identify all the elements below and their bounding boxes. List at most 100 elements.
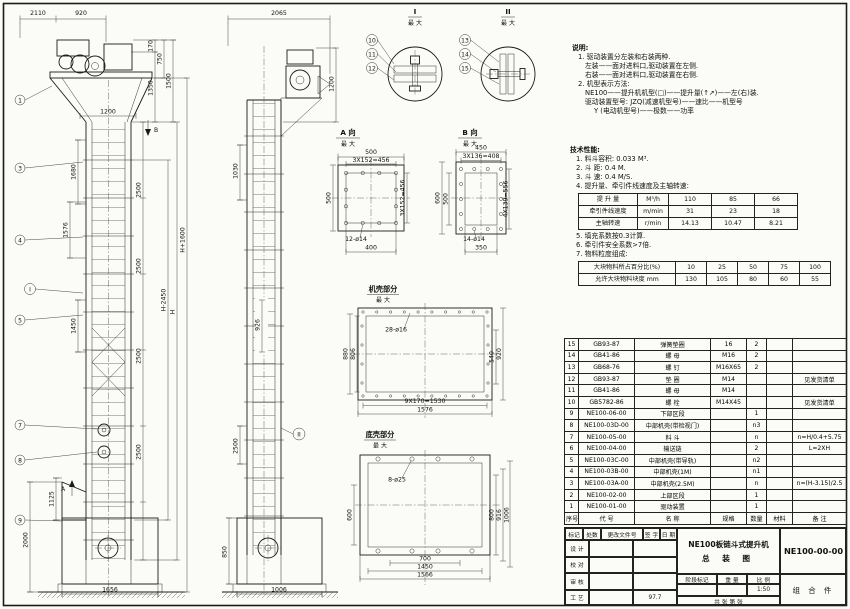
tech-item: 5. 填充系数按0.3计算. bbox=[576, 232, 646, 241]
dim-main-2000: 2000 bbox=[23, 532, 30, 548]
date-cell bbox=[633, 573, 677, 590]
table-cell: M³/h bbox=[637, 193, 669, 207]
table-cell bbox=[710, 465, 747, 479]
table-cell: 2 bbox=[746, 361, 767, 374]
table-cell: 1 bbox=[564, 500, 579, 513]
svg-text:最 大: 最 大 bbox=[501, 19, 515, 27]
notes-block: 说明: 1. 驱动装置分左装和右装两种. 左装——面对进料口,驱动装置在左侧. … bbox=[572, 44, 844, 116]
table-cell: 23 bbox=[711, 205, 755, 219]
table-cell: 8.21 bbox=[754, 217, 798, 231]
table-cell: 规格 bbox=[710, 511, 747, 525]
date-cell bbox=[633, 540, 677, 557]
table-cell bbox=[766, 500, 793, 513]
table-cell: NE100-03B-00 bbox=[578, 465, 635, 479]
svg-text:1566: 1566 bbox=[417, 572, 433, 579]
table-cell: 85 bbox=[711, 193, 755, 207]
table-cell: 5 bbox=[564, 453, 579, 467]
dim-main-750: 750 bbox=[157, 53, 164, 65]
table-cell: 10 bbox=[675, 261, 707, 275]
table-cell: 垫 圈 bbox=[634, 372, 711, 386]
drawing-number: NE100-00-00 bbox=[780, 528, 847, 574]
table-cell: 80 bbox=[737, 273, 769, 287]
table-cell: 材料 bbox=[766, 511, 793, 525]
svg-text:916: 916 bbox=[496, 509, 503, 521]
svg-text:350: 350 bbox=[475, 245, 487, 252]
table-cell bbox=[792, 407, 847, 421]
scale-value: 1:50 bbox=[747, 584, 780, 596]
table-cell bbox=[766, 395, 793, 409]
tech-item: 2. 斗 距: 0.4 M. bbox=[576, 164, 626, 173]
svg-text:14-ø14: 14-ø14 bbox=[463, 236, 485, 243]
signature-cell bbox=[589, 540, 633, 557]
table-cell: M14 bbox=[710, 384, 747, 397]
table-cell bbox=[766, 349, 793, 363]
tech-heading: 技术性能: bbox=[570, 146, 600, 154]
section-b-view: B 向 最 大 450 3X136=408 600 500 4X139=556 … bbox=[435, 128, 512, 255]
rev-header-cell: 签 字 bbox=[643, 528, 660, 540]
table-cell: 数量 bbox=[746, 511, 767, 525]
table-cell: 弹簧垫圈 bbox=[634, 338, 711, 351]
svg-text:920: 920 bbox=[496, 348, 503, 360]
table-cell: 螺 母 bbox=[634, 384, 711, 397]
table-cell: 6 bbox=[564, 442, 579, 455]
table-cell: GB41-86 bbox=[578, 349, 635, 363]
table-cell bbox=[792, 349, 847, 363]
weight-value bbox=[717, 584, 747, 596]
table-cell: GB68-76 bbox=[578, 361, 635, 374]
svg-text:最 大: 最 大 bbox=[376, 296, 390, 304]
table-cell: 11 bbox=[564, 384, 579, 397]
boot-section-view: 底壳部分 最 大 8-ø25 600 800 916 1006 700 1450… bbox=[347, 430, 513, 585]
table-cell: 16 bbox=[710, 338, 747, 351]
svg-text:1450: 1450 bbox=[417, 564, 433, 571]
table-cell: 名 称 bbox=[634, 511, 711, 525]
scale-label: 比 例 bbox=[747, 574, 780, 584]
table-cell: 2 bbox=[746, 442, 767, 455]
dim-main-h-plus: H+1600 bbox=[180, 227, 187, 253]
dim-main-1680: 1680 bbox=[71, 164, 78, 180]
svg-text:5: 5 bbox=[18, 317, 22, 324]
dim-main-1350: 1350 bbox=[148, 80, 155, 96]
table-cell: 螺 母 bbox=[634, 349, 711, 363]
section-a-view: A 向 最 大 500 3X152=456 500 3X152=456 12-ø… bbox=[326, 128, 410, 255]
table-cell: NE100-05-00 bbox=[578, 430, 635, 444]
detail-ii-view: II 最 大 13 14 15 bbox=[459, 7, 536, 102]
title-block: 标记 处数 更改文件号 签 字 日 期 设 计 校 对 审 核 工 艺 97.7… bbox=[564, 527, 847, 606]
svg-text:1006: 1006 bbox=[504, 507, 511, 523]
table-cell: 螺 栓 bbox=[634, 395, 711, 409]
table-cell bbox=[766, 361, 793, 374]
table-cell: 14 bbox=[564, 349, 579, 363]
dim-side-1030: 1030 bbox=[233, 163, 240, 179]
svg-text:II: II bbox=[505, 7, 511, 16]
table-cell bbox=[766, 442, 793, 455]
svg-text:最 大: 最 大 bbox=[408, 19, 422, 27]
part-type: 组 合 件 bbox=[780, 574, 847, 606]
svg-text:400: 400 bbox=[365, 245, 377, 252]
table-cell bbox=[766, 465, 793, 479]
table-cell: 备 注 bbox=[792, 511, 847, 525]
sheet-count: 共 张 第 张 bbox=[677, 596, 780, 606]
table-cell bbox=[792, 488, 847, 502]
notes-heading: 说明: bbox=[572, 44, 589, 52]
table-cell: 中部机壳(带检视门) bbox=[634, 419, 711, 432]
tech-item: 6. 牵引件安全系数>7倍. bbox=[576, 241, 652, 250]
dim-main-1576: 1576 bbox=[63, 222, 70, 238]
table-cell: NE100-04-00 bbox=[578, 442, 635, 455]
table-cell: 10 bbox=[564, 395, 579, 409]
dim-side-850: 850 bbox=[222, 546, 229, 558]
svg-text:II: II bbox=[297, 431, 301, 438]
note-line: 1. 驱动装置分左装和右装两种. bbox=[578, 53, 671, 62]
rev-header-cell: 日 期 bbox=[660, 528, 677, 540]
checker-label: 校 对 bbox=[565, 556, 589, 573]
table-cell: 100 bbox=[799, 261, 831, 275]
signature-cell bbox=[589, 573, 633, 590]
